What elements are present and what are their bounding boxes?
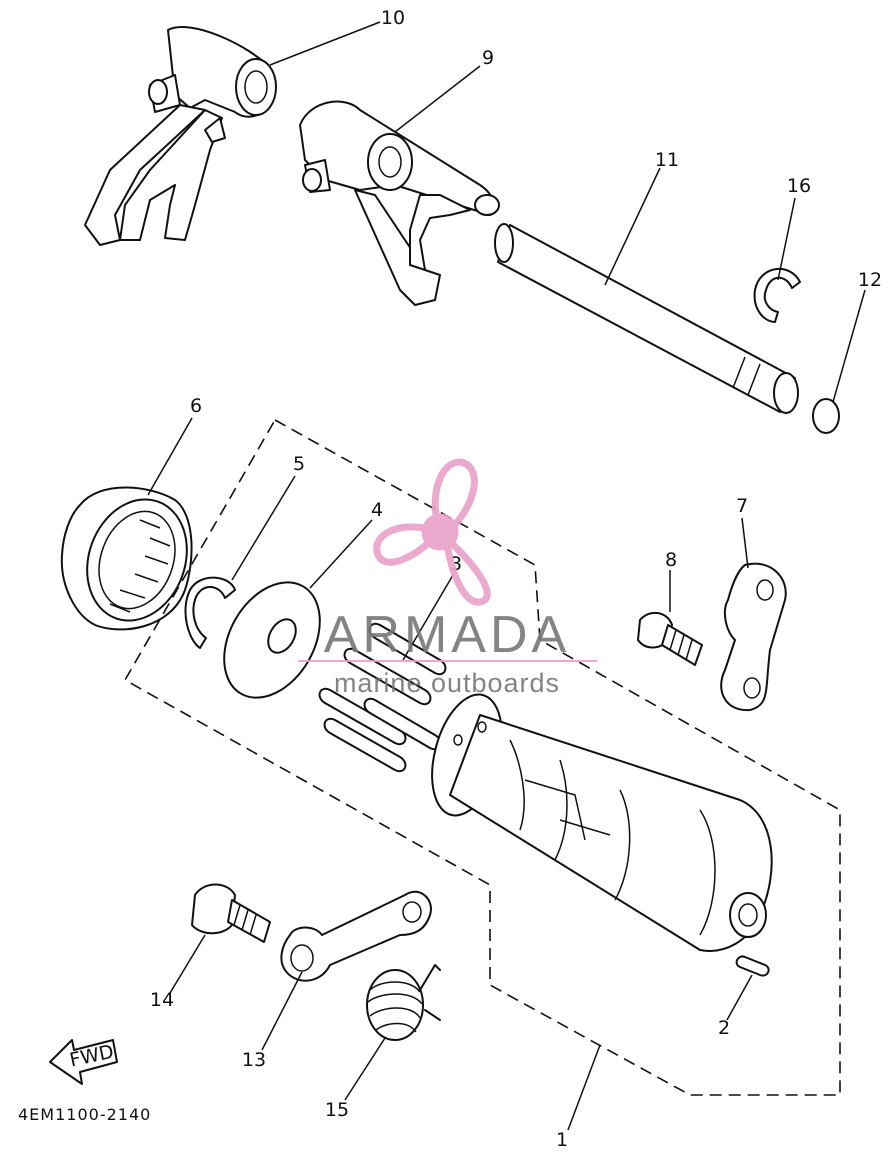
callout-15: 15 [325, 1099, 349, 1121]
circlip-5 [184, 576, 236, 649]
callout-8: 8 [665, 549, 677, 571]
callout-4: 4 [371, 499, 383, 521]
shift-shaft-11 [494, 223, 799, 414]
fwd-label: FWD [68, 1041, 116, 1072]
spring-15 [366, 964, 441, 1041]
callout-9: 9 [482, 47, 494, 69]
pins-3 [318, 622, 447, 773]
callout-5: 5 [293, 453, 305, 475]
propeller-blade-right-icon [444, 532, 491, 606]
shift-fork-10 [84, 26, 277, 246]
callout-11: 11 [655, 149, 679, 171]
watermark-subtitle: marine outboards [334, 668, 560, 698]
callout-16: 16 [787, 175, 811, 197]
propeller-blade-left-icon [373, 523, 436, 566]
bolt-14 [191, 883, 271, 943]
fwd-arrow: FWD [49, 1039, 118, 1085]
shift-drum-1 [431, 693, 773, 952]
callout-2: 2 [718, 1017, 730, 1039]
callout-7: 7 [736, 495, 748, 517]
propeller-hub-icon [421, 513, 459, 551]
callout-10: 10 [381, 7, 405, 29]
watermark: ARMADA marine outboards [298, 458, 597, 698]
bolt-8 [637, 611, 703, 666]
bearing-6 [60, 486, 193, 631]
drawing-code: 4EM1100-2140 [18, 1105, 151, 1124]
callout-12: 12 [858, 269, 882, 291]
propeller-blade-top-icon [431, 458, 478, 529]
circlip-16 [753, 267, 801, 323]
callout-1: 1 [556, 1129, 568, 1151]
leader-lines [147, 21, 866, 1131]
callout-14: 14 [150, 989, 174, 1011]
propeller-logo-icon [373, 458, 491, 606]
watermark-title: ARMADA [324, 606, 570, 664]
callout-6: 6 [190, 395, 202, 417]
shift-fork-9 [299, 100, 500, 306]
lever-13 [280, 890, 432, 982]
pin-2 [735, 955, 770, 977]
callout-13: 13 [242, 1049, 266, 1071]
plate-7 [720, 562, 787, 712]
washer-4 [223, 581, 321, 699]
o-ring-12 [812, 398, 840, 434]
